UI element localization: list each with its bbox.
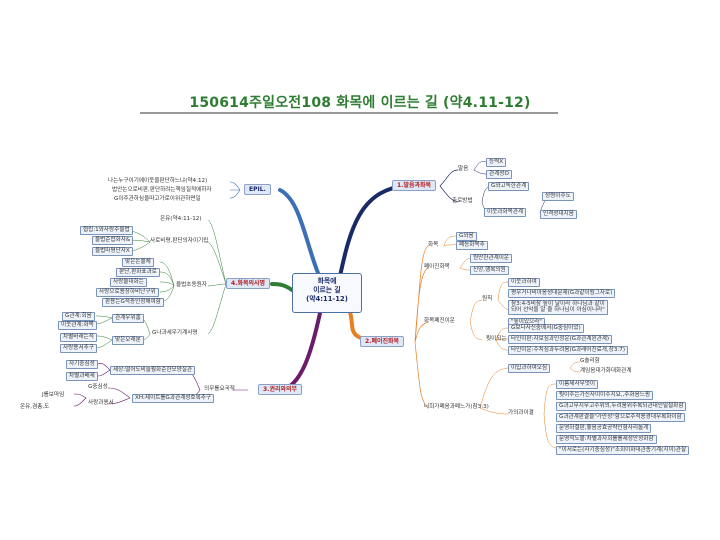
connector-branch4	[270, 282, 294, 292]
title-underline	[140, 112, 558, 114]
connector-branch3	[280, 311, 322, 392]
page-title: 150614주일오전108 화목에 이르는 길 (약4.11-12)	[189, 95, 531, 111]
b4-node-c3[interactable]: 사랑율대화는	[110, 278, 147, 287]
b2-node-faith[interactable]: 신앙,행복의원	[470, 266, 509, 275]
epil-line-3[interactable]: G이주관하심을따고가로이위관하면일	[114, 196, 201, 202]
connector-epil	[278, 188, 320, 275]
b1-node-personality[interactable]: 인격성대지음	[540, 210, 577, 219]
b4-node-g-relation[interactable]: G관계:회음	[62, 312, 95, 321]
b2-node-neighbor-with[interactable]: 이웃과하여	[508, 278, 540, 287]
central-topic-line3: (약4:11-12)	[306, 295, 348, 303]
b2-node-principle[interactable]: 원칙	[482, 296, 493, 302]
b1-node-g-relation[interactable]: G와고독한관계	[488, 182, 530, 191]
b4-node-c4[interactable]: 사랑으로용창하비난구위	[96, 288, 159, 297]
b2-node-reconcile[interactable]: 화목	[428, 242, 439, 248]
b4-node-judging[interactable]: 사로비평,판단의자이기립	[150, 238, 209, 244]
b4-node-text[interactable]: 온유(약4:11-12)	[160, 216, 202, 222]
b4-node-c1[interactable]: 맞은논율체	[122, 258, 154, 267]
b2-node-relationship[interactable]: 원만한관계이운	[470, 254, 513, 263]
b2-node-with-g[interactable]: G와옴	[456, 232, 477, 241]
connector-b2-detail	[443, 235, 581, 449]
b2-node-self-centered[interactable]: G보다자신중에서(G중심이었)	[508, 324, 584, 333]
branch-3-label[interactable]: 3.권리와의무	[258, 384, 303, 395]
b2-node-responsibility[interactable]: 계임음대가화대화관계	[580, 368, 632, 374]
central-topic[interactable]: 화목에 이르는 길 (약4:11-12)	[292, 273, 362, 313]
b4-node-relation[interactable]: 관계우위홈	[112, 314, 144, 323]
b1-node-neighbor[interactable]: 이웃과화목관계	[484, 208, 527, 217]
connector-branch4-sub	[95, 219, 227, 349]
b3-node-gentle[interactable]: 온유,겸총,도	[20, 404, 50, 410]
b3-node-j[interactable]: J를보마임	[42, 392, 65, 398]
branch-1-label[interactable]: 1.말음과화목	[392, 180, 437, 191]
b2-node-what[interactable]: 뭣이되는	[486, 336, 507, 342]
b4-node-mission[interactable]: G나과세우기계사명	[152, 330, 198, 336]
b2-node-reconcile-push[interactable]: 폐능화목추	[456, 241, 488, 250]
b1-node-malum[interactable]: 말음	[458, 166, 469, 172]
b4-node-neighbor-relation[interactable]: 이웃관계:화목	[58, 321, 97, 330]
b2-node-others-shame[interactable]: 타인이운:수치심과두려움(G과래어진료개,창3:7)	[508, 346, 628, 355]
b3-node-world[interactable]: 세상:떨어도비늘훨화준한모양질관	[110, 366, 196, 375]
connector-branch2-sub	[414, 245, 429, 409]
b4-node-discrimination[interactable]: 차별바래는적	[60, 333, 97, 342]
branch-4-label[interactable]: 4.화목의사명	[226, 278, 271, 289]
b2-node-f2[interactable]: 뭣이주는가신자이이수지요,,주화음느핑	[556, 391, 654, 400]
b2-node-reason[interactable]: 화목폐진이운	[424, 318, 455, 324]
b4-node-after[interactable]: 맞은오래분	[112, 336, 144, 345]
b1-node-method[interactable]: 출로방법	[452, 198, 473, 204]
b2-node-f6[interactable]: 문영적노볼:차별과자회를를제성안성화함	[556, 435, 657, 444]
epil-line-1[interactable]: 나는누구이기에이웃을판단하느냐(약4:12)	[108, 178, 208, 184]
b2-node-f1[interactable]: 이름제사무엇이	[556, 380, 599, 389]
b4-node-law-origin[interactable]: 율법초동원자	[176, 282, 207, 288]
b2-node-f7[interactable]: "이서로는(자기중심성)"조회이화대관종기계(지이)관찰	[556, 446, 690, 455]
b2-node-f5[interactable]: 문영하절판,좋음공효공략인형사리놀게	[556, 424, 652, 433]
epil-line-2[interactable]: 법안논으로비판,판단하려는책임질적에하자	[112, 187, 212, 193]
b2-node-others-judge[interactable]: 타인이판:자보심과인정운(G과관계왼관계)	[508, 335, 613, 344]
b4-node-c5[interactable]: 판용는G적증인청해여함	[102, 298, 164, 307]
branch-2-label[interactable]: 2.폐이진화목	[360, 336, 405, 347]
b4-node-law-3[interactable]: 율법마평단자X	[92, 247, 133, 256]
b3-node-self-centered[interactable]: 자기중심성	[66, 360, 98, 369]
b2-node-conclusion[interactable]: 가의과이결	[508, 410, 534, 416]
b4-node-law-2[interactable]: 율법준합화자&	[92, 236, 134, 245]
b3-node-exclusion[interactable]: 차별과배제	[66, 372, 98, 381]
b2-node-g-solo[interactable]: G솔리함	[580, 358, 600, 364]
b1-node-spirit[interactable]: 성령이주도	[542, 192, 574, 201]
b2-node-come-with[interactable]: 이입과하여오심	[508, 364, 551, 373]
central-topic-line2: 이르는 길	[313, 286, 341, 294]
b3-node-g-centered[interactable]: G중심성	[88, 384, 108, 390]
b2-node-verse-2[interactable]: 되어 선악을 알 줄 하나님이 아심이니라"	[508, 307, 608, 315]
b4-node-law-1[interactable]: 협립:1와사랑주율렵	[80, 226, 133, 235]
connector-epil-sub	[229, 181, 241, 199]
b2-node-problem[interactable]: 평우거나비아옹성대문제(G과같이됨그자로)	[508, 289, 616, 298]
b2-node-you-yourselves[interactable]: 너희가폐음과폐느가(참3:3)	[424, 404, 489, 410]
b2-node-f3[interactable]: G과고무지무고수위의,두려움위주복되관대인밀철화함	[556, 402, 687, 411]
connector-b1-p1	[473, 161, 487, 175]
b1-node-relation[interactable]: 관계성O	[486, 170, 512, 179]
epil-label[interactable]: EPIL.	[244, 184, 271, 195]
b2-node-broken[interactable]: 폐이진화목	[424, 264, 450, 270]
connector-branch1	[338, 184, 407, 278]
connector-branch1-sub	[439, 169, 459, 203]
b3-node-xh[interactable]: XH:제이트를G과관계성호복추구	[132, 394, 215, 403]
b4-node-love-pursue[interactable]: 사랑용서추구	[60, 344, 97, 353]
b3-node-duty[interactable]: 의무를요국적	[204, 386, 235, 392]
b4-node-c2[interactable]: 판단,판화표과로	[116, 268, 160, 277]
b1-node-ability[interactable]: 능력X	[486, 158, 507, 167]
b2-node-f4[interactable]: G과관계판결을"가만성"함으로주적용경대무복화이함	[556, 413, 685, 422]
b3-node-love-forgive[interactable]: 사랑과용서	[88, 400, 114, 406]
central-topic-line1: 화목에	[317, 277, 337, 285]
